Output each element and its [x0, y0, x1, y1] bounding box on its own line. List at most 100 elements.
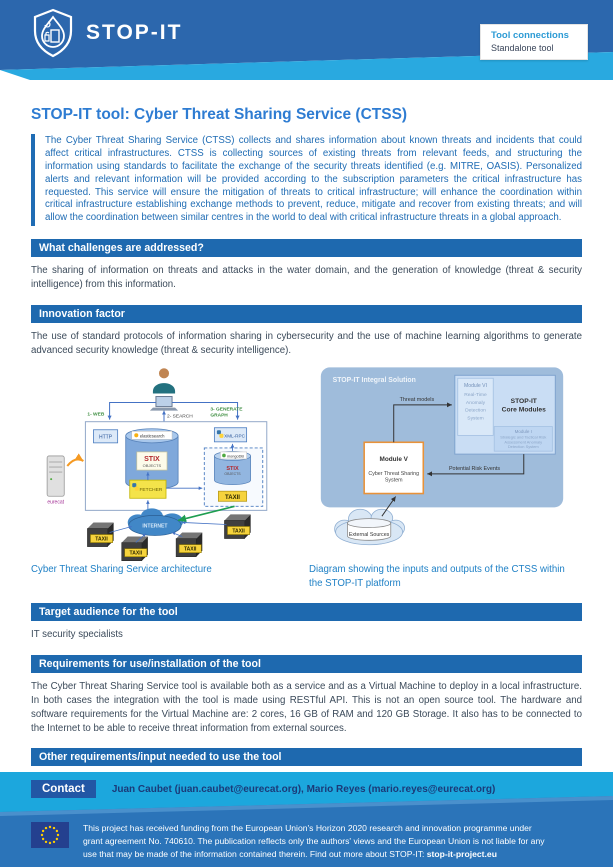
potential-risk-arrow: [427, 454, 525, 477]
architecture-figure: 1- WEB 2- SEARCH 3- GENERATE GRAPH HTTP …: [46, 368, 268, 562]
label-threat-models: Threat models: [400, 397, 435, 403]
core-modules-box: Module VI Real-Time Anomaly Detection Sy…: [454, 375, 556, 455]
funding-statement: This project has received funding from t…: [83, 823, 545, 859]
external-sources-cloud: External Sources: [334, 509, 405, 546]
label-potential-risk: Potential Risk Events: [449, 466, 500, 472]
label-http: HTTP: [99, 435, 113, 441]
header-background: [0, 0, 613, 80]
label-core-2: Core Modules: [502, 407, 546, 414]
taxii-server-2: TAXII: [121, 536, 148, 562]
audience-body: IT security specialists: [31, 629, 123, 641]
external-sources-arrow: [381, 496, 397, 517]
intro-paragraph: The Cyber Threat Sharing Service (CTSS) …: [31, 134, 582, 227]
badge-subtitle: Standalone tool: [491, 43, 554, 53]
label-external-sources: External Sources: [349, 532, 390, 538]
section-heading-audience: Target audience for the tool: [31, 603, 582, 622]
badge-title: Tool connections: [491, 30, 569, 41]
laptop-icon: [149, 396, 179, 411]
label-module1-title: Module I: [515, 429, 532, 434]
label-xml-rpc: XML-RPC: [224, 434, 245, 439]
label-module1-l1: Strategic and Tactical Risk: [500, 435, 546, 440]
label-taxii-s3: TAXII: [184, 547, 197, 553]
label-module5-desc2: System: [385, 478, 403, 484]
challenges-body: The sharing of information on threats an…: [31, 265, 582, 290]
platform-caption: Diagram showing the inputs and outputs o…: [309, 564, 565, 589]
eurecat-server: eurecat: [46, 455, 65, 506]
label-module6-l3: Detection: [465, 408, 486, 414]
footer: This project has received funding from t…: [31, 822, 583, 861]
internet-cloud: INTERNET: [127, 508, 184, 537]
label-module1-l2: Assessment Anomaly: [504, 440, 542, 445]
http-box: [93, 429, 119, 444]
footer-background: [0, 796, 613, 867]
label-objects: OBJECTS: [143, 463, 162, 468]
header: STOP-IT Tool connections Standalone tool: [0, 0, 613, 80]
taxii-server-1: TAXII: [87, 522, 114, 548]
section-heading-requirements: Requirements for use/installation of the…: [31, 655, 582, 674]
label-eurecat: eurecat: [47, 500, 64, 506]
stop-it-logo: STOP-IT: [30, 8, 182, 58]
user-icon: [152, 368, 176, 394]
architecture-caption: Cyber Threat Sharing Service architectur…: [31, 564, 212, 576]
brand-text: STOP-IT: [86, 21, 183, 44]
label-search: 2- SEARCH: [167, 414, 193, 420]
label-objects-2: OBJECTS: [224, 472, 241, 476]
label-module1-l3: Detection System: [508, 445, 540, 450]
figures-row: 1- WEB 2- SEARCH 3- GENERATE GRAPH HTTP …: [31, 363, 582, 562]
contact-value: Juan Caubet (juan.caubet@eurecat.org), M…: [111, 783, 496, 795]
taxii-server-4: TAXII: [224, 514, 251, 540]
orange-arrow: [66, 453, 84, 467]
label-taxii-s1: TAXII: [95, 537, 108, 543]
fetcher-box: FETCHER: [129, 480, 167, 499]
module5-box: Module V Cyber Threat Sharing System: [363, 441, 425, 495]
requirements-body: The Cyber Threat Sharing Service tool is…: [31, 681, 582, 734]
module1-box: [493, 426, 553, 452]
taxii-store: mongoDB STIX OBJECTS TAXII: [203, 447, 264, 508]
elasticsearch-icon: [134, 433, 139, 438]
contact-label: Contact: [31, 780, 96, 798]
threat-models-arrow: [393, 402, 452, 443]
shield-droplet-icon: [33, 8, 73, 58]
label-taxii-s2: TAXII: [130, 551, 143, 557]
taxii-server-3: TAXII: [175, 532, 203, 558]
section-heading-challenges: What challenges are addressed?: [31, 239, 582, 258]
label-module6-l1: Real-Time: [464, 392, 487, 398]
module6-box: [457, 378, 494, 437]
section-heading-other-requirements: Other requirements/input needed to use t…: [31, 748, 582, 767]
label-generate-2: GRAPH: [210, 413, 228, 419]
footer-text: This project has received funding from t…: [83, 822, 551, 861]
label-module5-title: Module V: [380, 456, 409, 463]
label-module6-title: Module VI: [464, 383, 487, 389]
content: STOP-IT tool: Cyber Threat Sharing Servi…: [0, 80, 613, 828]
label-generate-1: 3- GENERATE: [210, 407, 243, 413]
mongodb-icon: [222, 453, 226, 458]
label-internet: INTERNET: [142, 524, 168, 530]
section-heading-innovation: Innovation factor: [31, 304, 582, 323]
platform-figure: STOP-IT Integral Solution Module VI Real…: [320, 367, 564, 546]
innovation-body: The use of standard protocols of informa…: [31, 330, 582, 356]
label-elasticsearch: elasticsearch: [140, 434, 165, 439]
label-integral-solution: STOP-IT Integral Solution: [333, 377, 416, 384]
label-web: 1- WEB: [87, 412, 104, 418]
label-module6-l4: System: [467, 416, 483, 422]
label-stix-2: STIX: [226, 466, 239, 472]
green-arrow: [177, 505, 235, 523]
elasticsearch-store: elasticsearch STIX OBJECTS: [125, 428, 179, 490]
label-fetcher: FETCHER: [139, 488, 162, 494]
system-boundary-box: [84, 421, 268, 512]
label-core-1: STOP-IT: [511, 398, 538, 405]
label-stix: STIX: [144, 456, 160, 463]
page-title: STOP-IT tool: Cyber Threat Sharing Servi…: [31, 106, 408, 123]
label-module6-l2: Anomaly: [466, 400, 486, 406]
captions-row: Cyber Threat Sharing Service architectur…: [31, 563, 582, 590]
label-taxii-s4: TAXII: [232, 529, 245, 535]
tool-connections-badge: Tool connections Standalone tool: [480, 24, 588, 60]
label-mongodb: mongoDB: [227, 455, 244, 459]
project-website-link[interactable]: stop-it-project.eu: [426, 848, 497, 859]
label-taxii: TAXII: [225, 495, 240, 501]
eu-flag-icon: [31, 822, 69, 848]
xml-rpc-box: XML-RPC: [213, 427, 248, 443]
python-icon: [216, 430, 221, 435]
python-icon-2: [132, 483, 137, 488]
